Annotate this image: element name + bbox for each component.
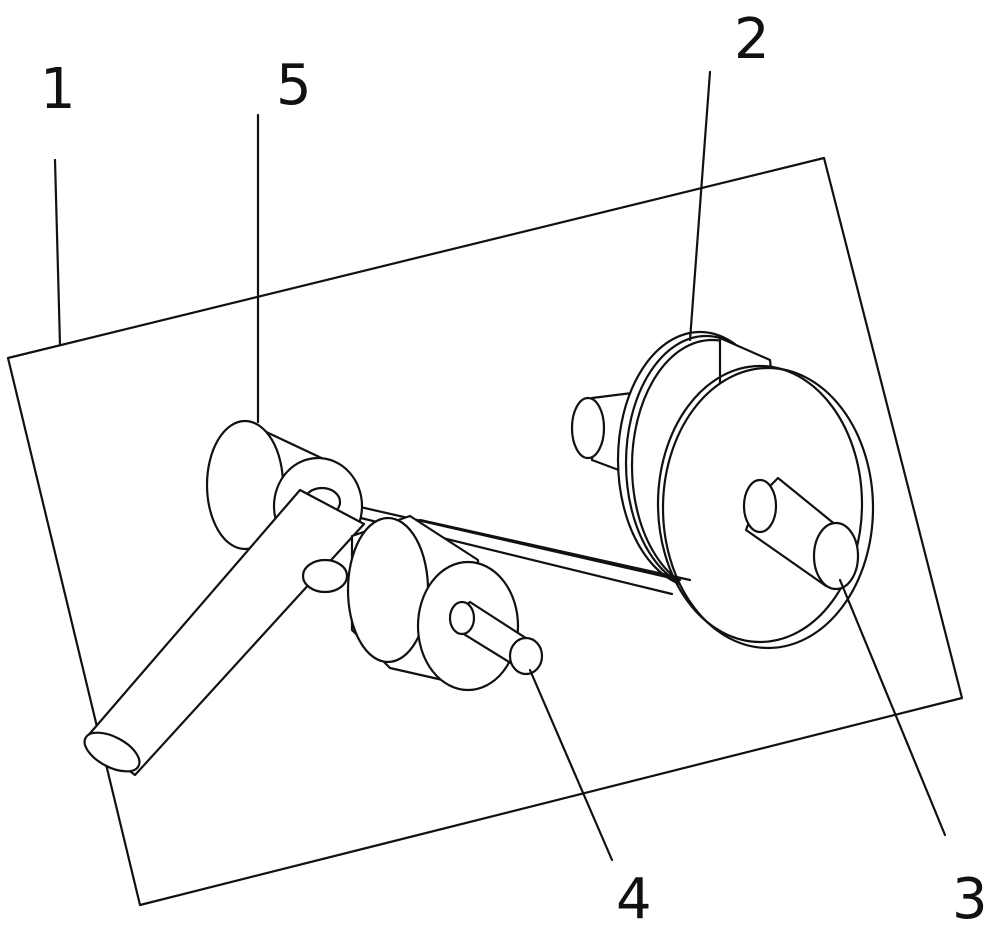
label-1: 1 <box>40 57 76 122</box>
leader-lines <box>53 70 947 862</box>
drive-roller-rear-face <box>346 516 430 664</box>
leader-line-4 <box>528 668 614 862</box>
leader-line-3 <box>838 578 947 837</box>
crank-arm <box>83 488 366 777</box>
crank-arm-end <box>83 731 141 773</box>
drive-shaft-rear-end <box>448 600 476 636</box>
label-3: 3 <box>952 867 988 926</box>
driven-shaft-rear-end <box>742 478 778 534</box>
leader-line-2 <box>688 70 712 342</box>
label-4: 4 <box>616 867 652 926</box>
drive-roller <box>346 514 544 692</box>
drive-shaft-end <box>508 636 544 676</box>
pulley-assembly <box>570 330 875 650</box>
driven-shaft-end <box>812 521 860 591</box>
label-5: 5 <box>276 53 312 118</box>
leader-line-1 <box>53 158 62 347</box>
crank-arm-body <box>84 488 366 777</box>
pulley-front-edge <box>656 364 864 644</box>
crank-pivot <box>301 558 349 594</box>
label-2: 2 <box>734 7 770 72</box>
rear-stub-shaft-end <box>570 396 606 460</box>
